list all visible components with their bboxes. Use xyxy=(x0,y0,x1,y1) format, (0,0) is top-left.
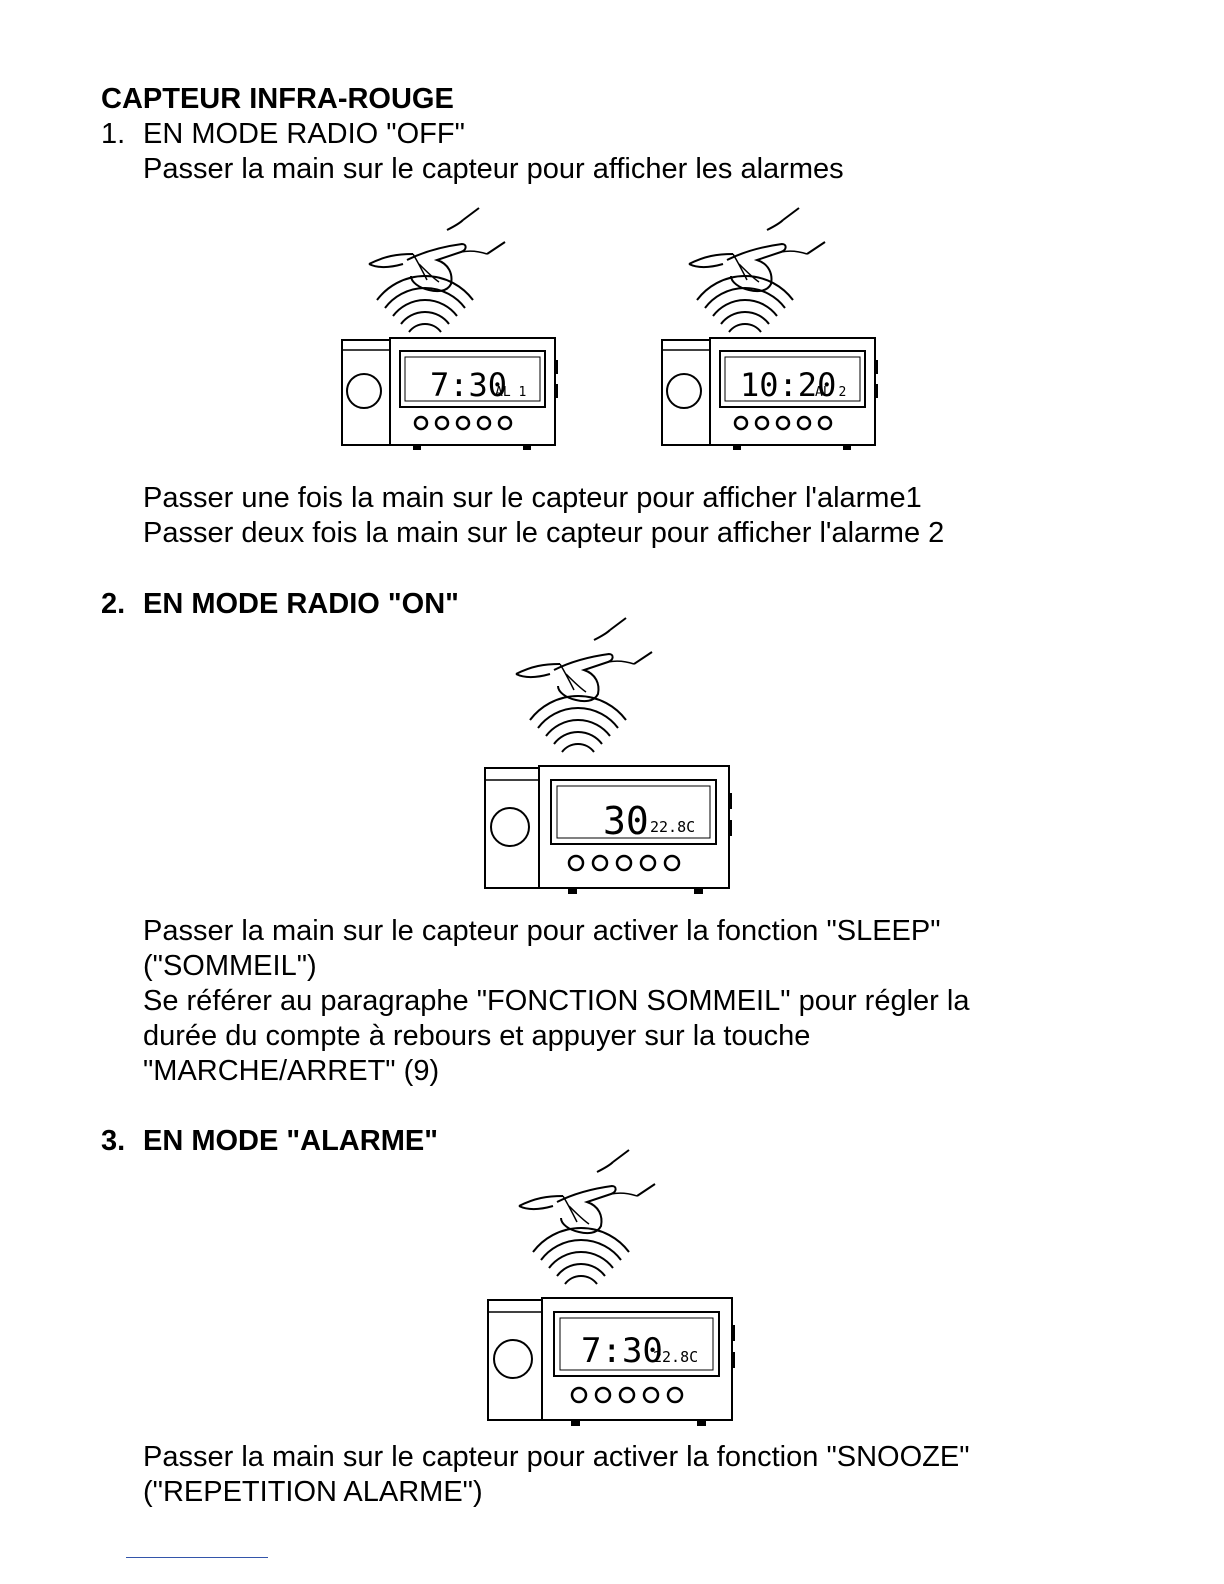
section-1-title: EN MODE RADIO "OFF" xyxy=(143,118,465,150)
lcd-time: 7:30 xyxy=(581,1331,663,1371)
footer-rule xyxy=(126,1557,268,1558)
section-2-line-5: "MARCHE/ARRET" (9) xyxy=(143,1055,440,1087)
sensor-figure-alarm-mode: 7:30 22.8C xyxy=(487,1149,735,1426)
page-heading: CAPTEUR INFRA-ROUGE xyxy=(101,83,454,115)
section-3-number: 3. xyxy=(101,1125,126,1157)
section-2-line-3: Se référer au paragraphe "FONCTION SOMME… xyxy=(143,985,970,1017)
section-3-line-2: ("REPETITION ALARME") xyxy=(143,1476,483,1508)
lcd-time: 30 xyxy=(603,799,649,843)
section-2-line-1: Passer la main sur le capteur pour activ… xyxy=(143,915,941,947)
lcd-time: 7:30 xyxy=(430,366,507,404)
lcd-alarm-label: AL 1 xyxy=(495,385,526,400)
section-1-line-1: Passer une fois la main sur le capteur p… xyxy=(143,482,922,514)
section-2-title: EN MODE RADIO "ON" xyxy=(143,588,459,620)
section-1-intro: Passer la main sur le capteur pour affic… xyxy=(143,153,844,185)
section-2-line-4: durée du compte à rebours et appuyer sur… xyxy=(143,1020,811,1052)
section-1-line-2: Passer deux fois la main sur le capteur … xyxy=(143,517,945,549)
section-3-title: EN MODE "ALARME" xyxy=(143,1125,438,1157)
section-1-number: 1. xyxy=(101,118,126,150)
sensor-figure-radio-on: 30 22.8C xyxy=(484,617,732,894)
lcd-temperature: 22.8C xyxy=(650,818,695,836)
lcd-temperature: 22.8C xyxy=(653,1348,698,1366)
sensor-figure-alarm-1: 7:30 AL 1 xyxy=(341,207,558,450)
lcd-time: 10:20 xyxy=(740,366,836,404)
section-2-number: 2. xyxy=(101,588,126,620)
sensor-figure-alarm-2: 10:20 AL 2 xyxy=(661,207,878,450)
section-3-line-1: Passer la main sur le capteur pour activ… xyxy=(143,1441,970,1473)
lcd-alarm-label: AL 2 xyxy=(815,385,846,400)
section-2-line-2: ("SOMMEIL") xyxy=(143,950,317,982)
